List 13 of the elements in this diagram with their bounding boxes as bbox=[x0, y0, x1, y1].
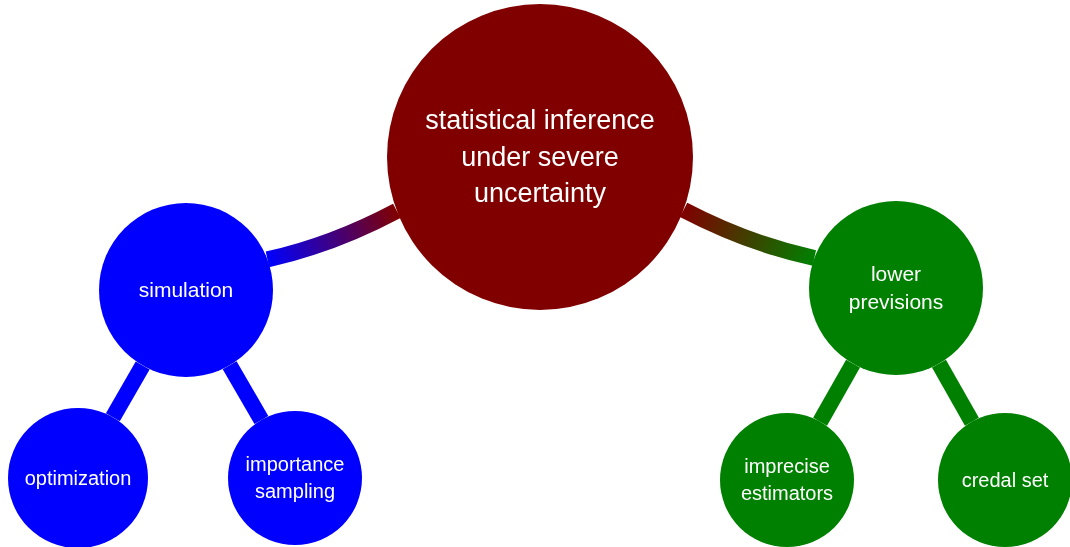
topic-label: lower previsions bbox=[847, 260, 945, 315]
branch-connector bbox=[932, 359, 979, 426]
topic-label: statistical inference under severe uncertainty bbox=[425, 104, 655, 211]
topic-label: credal set bbox=[961, 467, 1049, 493]
branch-connector bbox=[679, 202, 817, 266]
topic-label: simulation bbox=[138, 276, 234, 303]
branch-connector bbox=[813, 359, 860, 426]
topic-label: imprecise estimators bbox=[739, 454, 835, 506]
topic-label: optimization bbox=[24, 465, 132, 491]
topic-label: importance sampling bbox=[244, 452, 346, 504]
branch-connector bbox=[222, 361, 269, 425]
branch-connector bbox=[105, 361, 150, 422]
branch-connector bbox=[265, 203, 401, 268]
